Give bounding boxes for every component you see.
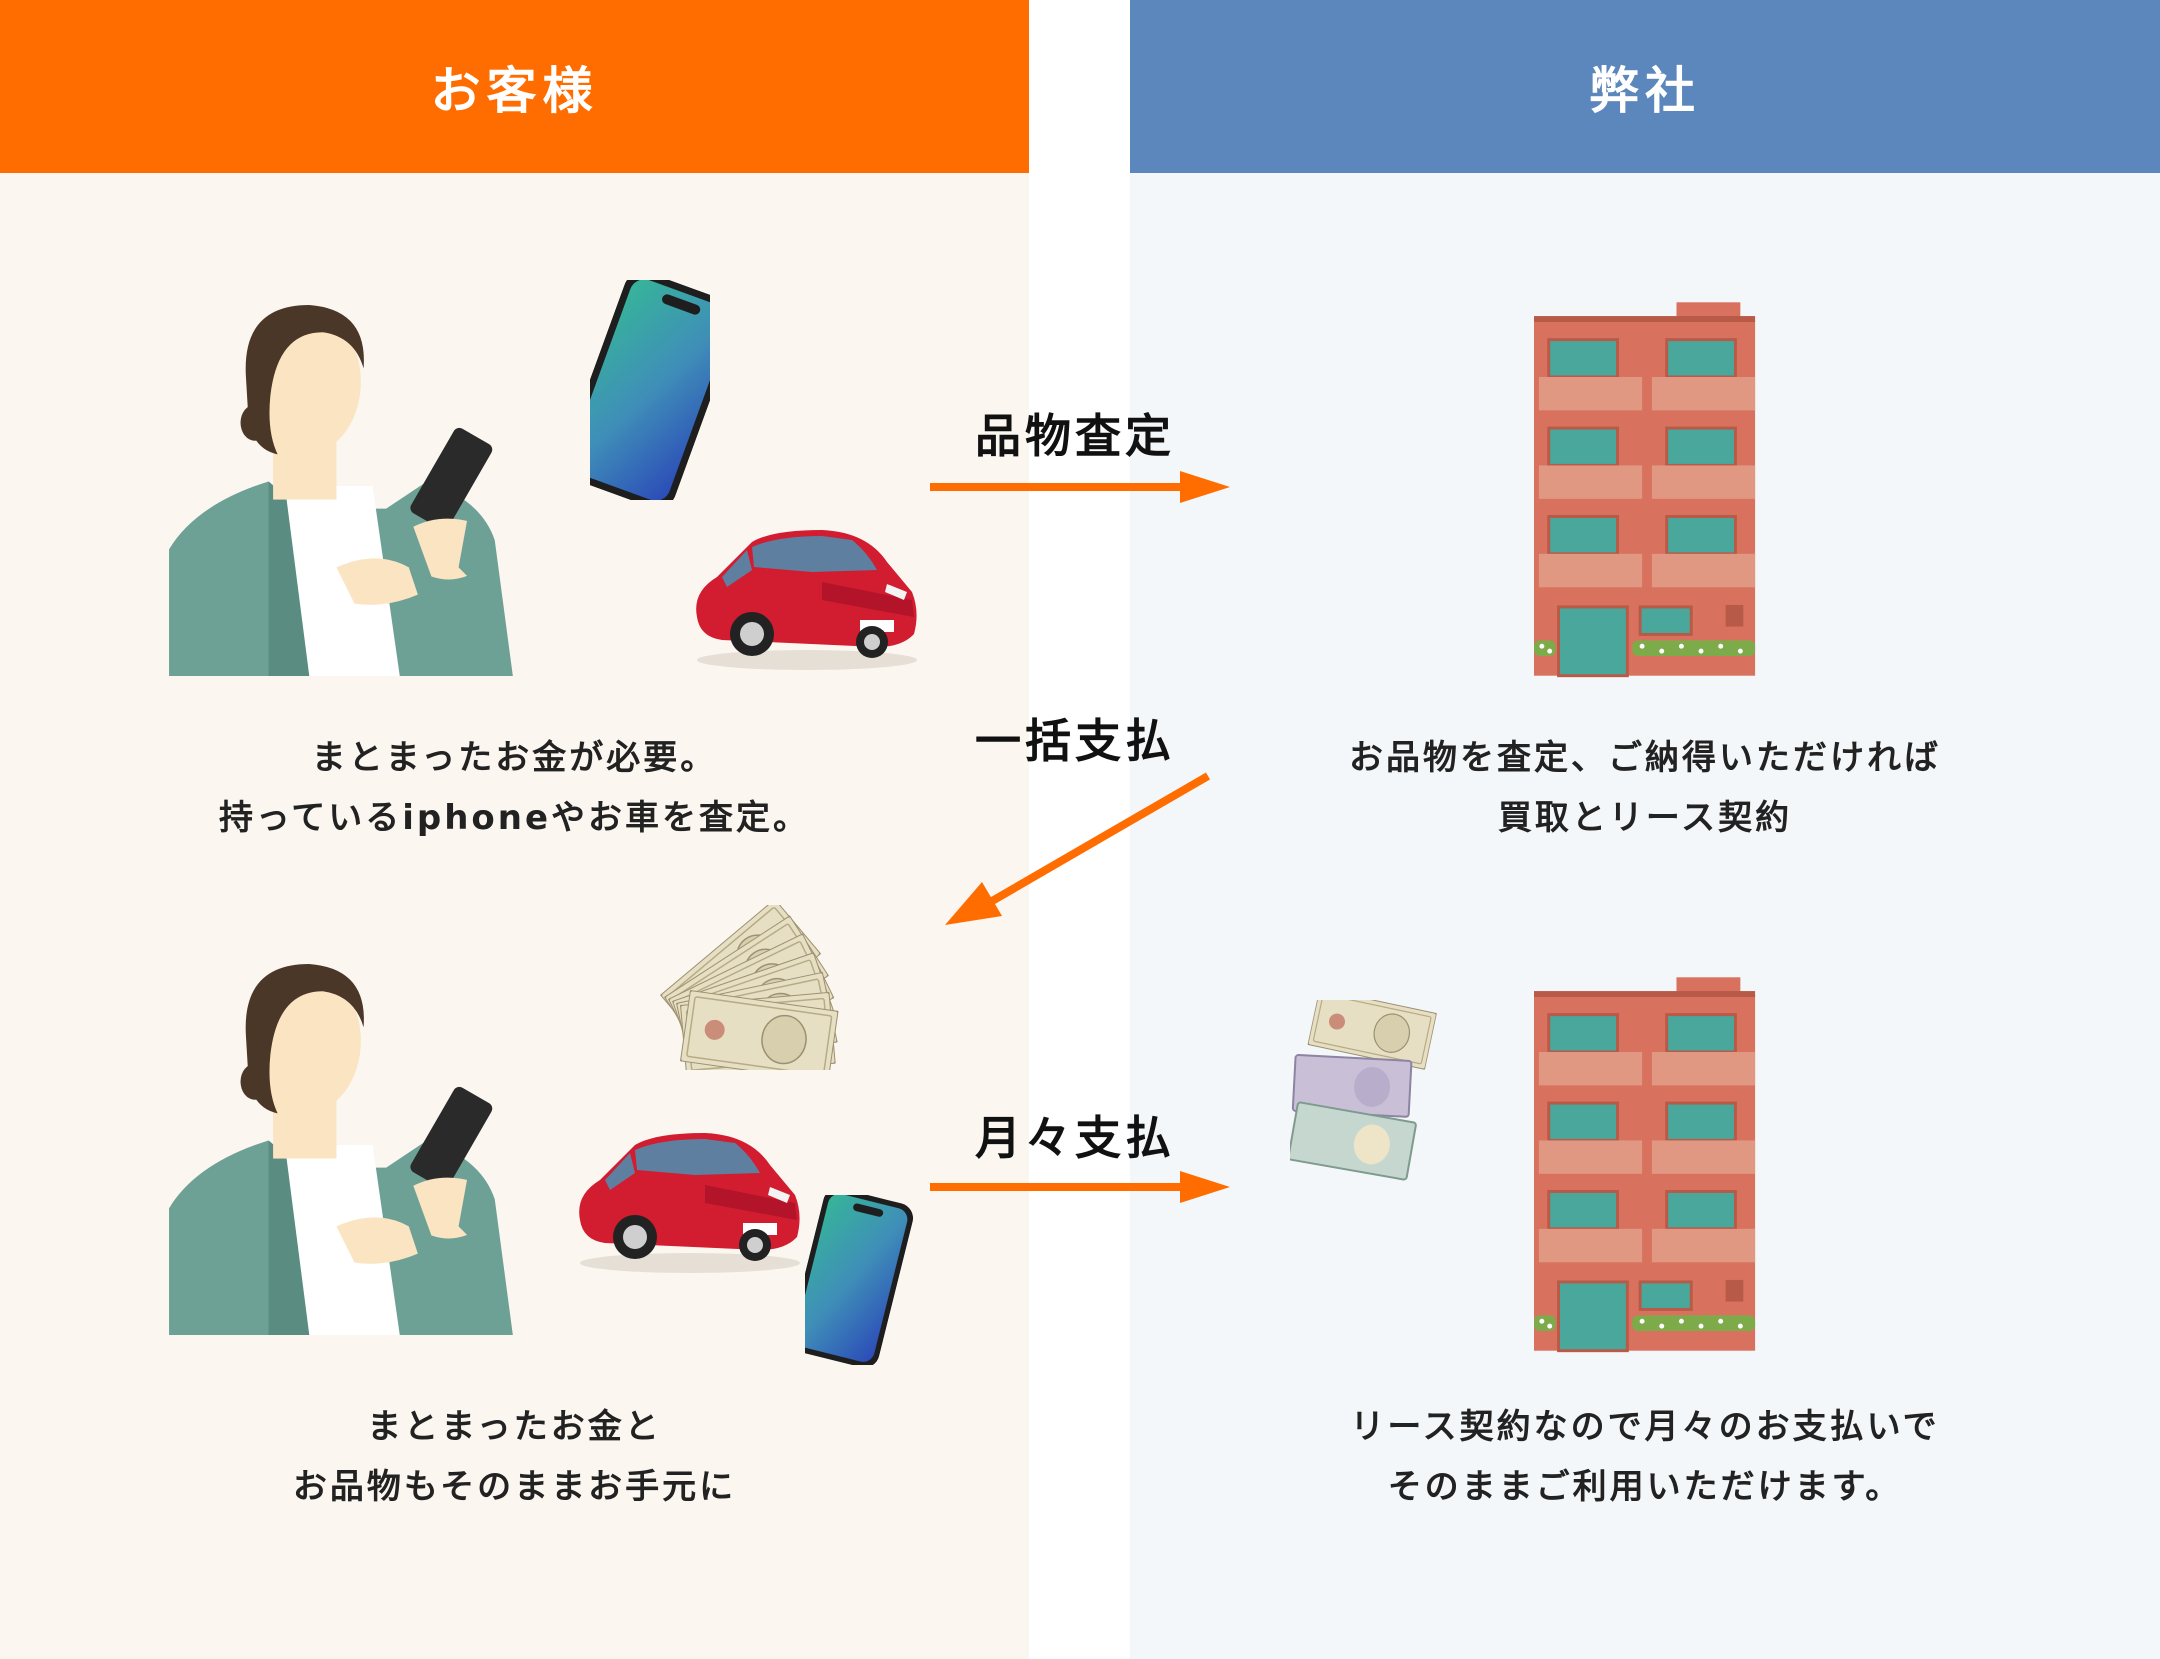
smartphone-icon xyxy=(805,1195,915,1365)
arrow-label-monthly: 月々支払 xyxy=(975,1111,1175,1165)
building-icon xyxy=(1534,975,1760,1353)
customer-column xyxy=(0,0,1029,1659)
arrow-left-lump-sum xyxy=(945,772,1211,925)
car-icon xyxy=(565,1125,805,1275)
customer-header: お客様 xyxy=(0,0,1029,173)
caption-company-top: お品物を査定、ご納得いただければ 買取とリース契約 xyxy=(1349,738,1941,838)
banknotes-icon xyxy=(660,905,839,1070)
arrow-label-lump-sum: 一括支払 xyxy=(975,714,1175,768)
banknotes-icon xyxy=(1290,1000,1437,1181)
caption-customer-bottom: まとまったお金と お品物もそのままお手元に xyxy=(292,1407,737,1507)
person-icon xyxy=(165,296,535,676)
caption-customer-top: まとまったお金が必要。 持っているiphoneやお車を査定。 xyxy=(218,738,811,838)
building-icon xyxy=(1534,300,1760,678)
smartphone-icon xyxy=(590,280,710,500)
person-icon xyxy=(165,955,535,1335)
car-icon xyxy=(682,522,922,672)
arrow-label-appraisal: 品物査定 xyxy=(975,409,1175,463)
arrow-right-appraisal xyxy=(930,471,1230,503)
caption-company-bottom: リース契約なので月々のお支払いで そのままご利用いただけます。 xyxy=(1350,1407,1940,1507)
company-column xyxy=(1130,0,2160,1659)
company-header: 弊社 xyxy=(1130,0,2160,173)
arrow-right-monthly xyxy=(930,1171,1230,1203)
